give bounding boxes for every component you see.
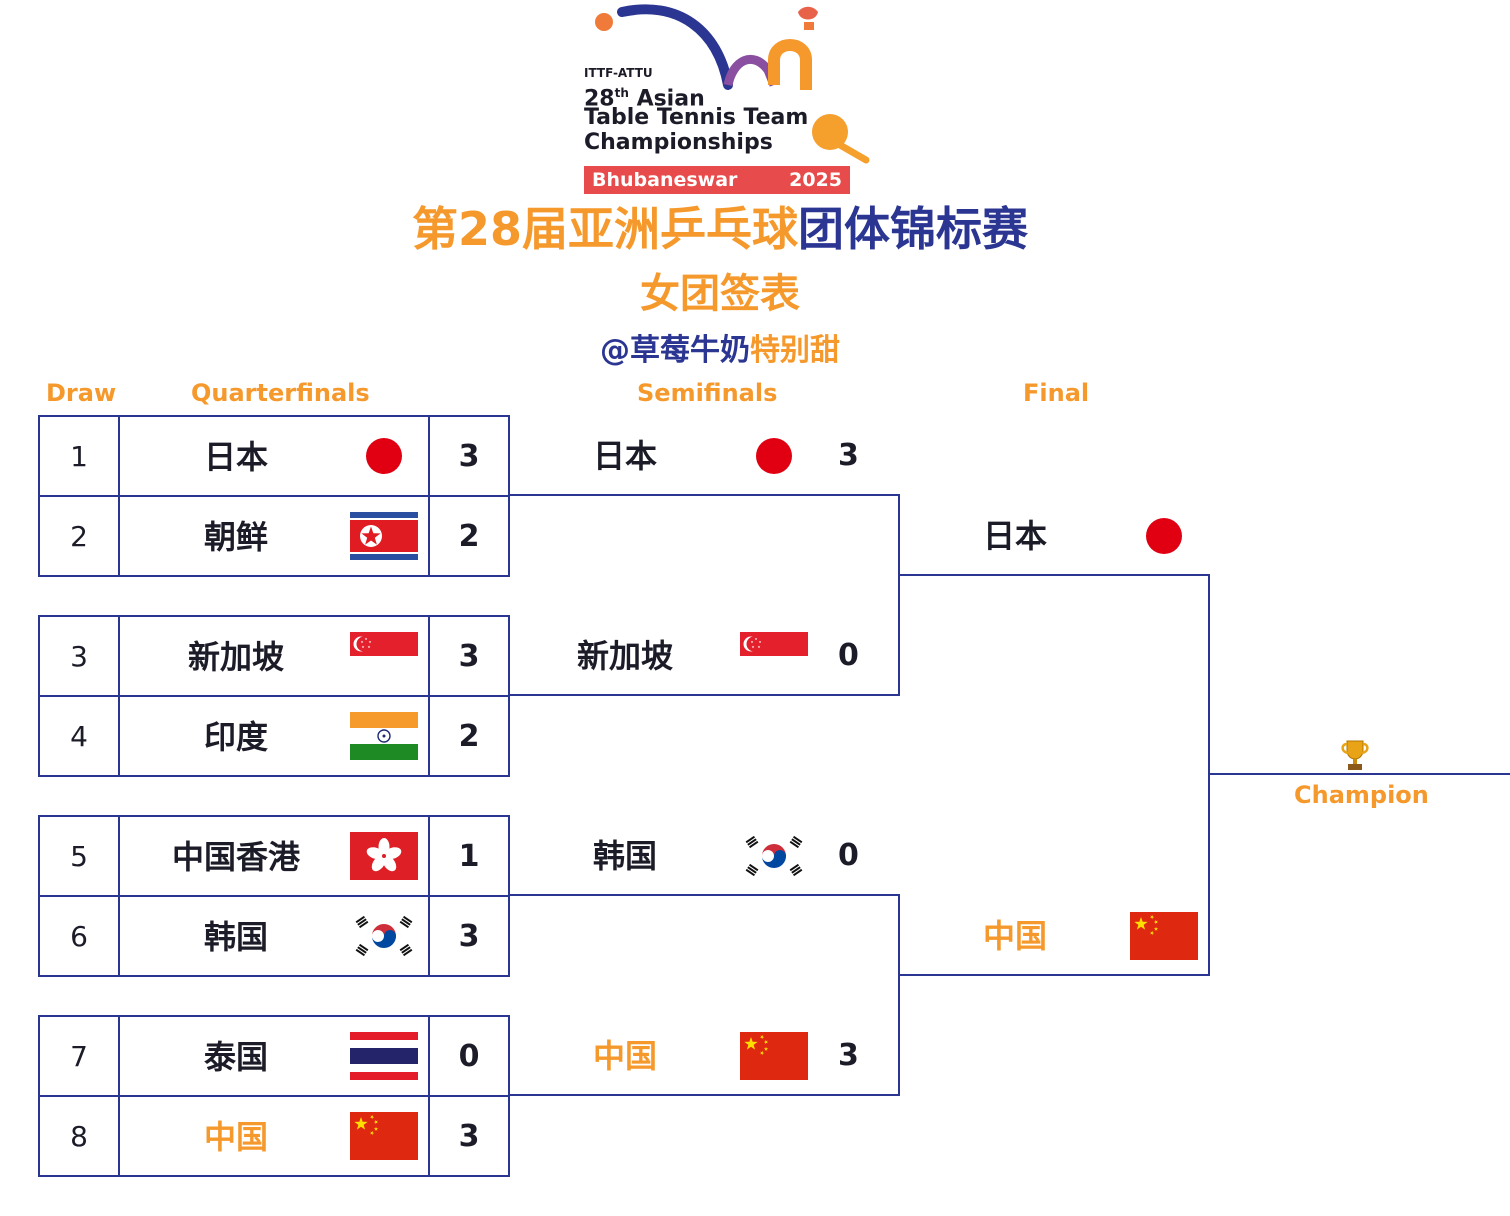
match-score: 3 [428,615,510,697]
draw-number: 6 [38,895,120,977]
thailand-flag-icon [350,1032,418,1080]
draw-number: 3 [38,615,120,697]
draw-number: 2 [38,495,120,577]
logo-year: 2025 [789,169,842,191]
japan-flag-icon [1130,512,1198,560]
china-flag-icon [350,1112,418,1160]
header-semifinals: Semifinals [637,379,778,407]
semifinal-team-name: 韩国 [592,837,657,875]
logo-edition: 28th Asian [584,86,705,112]
singapore-flag-icon [740,632,808,680]
team-cell: 日本 [118,415,430,497]
header-draw: Draw [46,379,117,407]
team-cell: 中国香港 [118,815,430,897]
india-flag-icon [350,712,418,760]
match-score: 2 [428,495,510,577]
bracket-line [1208,574,1210,976]
semifinal-team-name: 中国 [592,1037,657,1075]
north-korea-flag-icon [350,512,418,560]
bracket-line [509,694,900,696]
japan-flag-icon [350,432,418,480]
header-quarterfinals: Quarterfinals [191,379,370,407]
semifinal-score: 0 [838,638,859,673]
logo-line2: Table Tennis Team [584,105,809,130]
semifinal-team-name: 日本 [592,437,657,475]
team-cell: 印度 [118,695,430,777]
logo-line3: Championships [584,130,773,155]
draw-number: 7 [38,1015,120,1097]
championship-logo-art [595,4,870,164]
bracket-line [509,894,899,896]
semifinal-score: 3 [838,438,859,473]
south-korea-flag-icon [350,912,418,960]
match-score: 3 [428,1095,510,1177]
team-name: 中国 [203,1118,268,1156]
match-score: 3 [428,415,510,497]
team-name: 中国香港 [171,838,300,876]
team-name: 日本 [203,438,268,476]
draw-number: 8 [38,1095,120,1177]
south-korea-flag-icon [740,832,808,880]
logo-org: ITTF-ATTU [584,66,653,80]
team-cell: 朝鲜 [118,495,430,577]
draw-number: 5 [38,815,120,897]
team-name: 韩国 [203,918,268,956]
logo-city-bar: Bhubaneswar 2025 [584,166,850,194]
team-name: 新加坡 [187,638,284,676]
semifinal-score: 0 [838,838,859,873]
champion-line [1209,773,1510,775]
match-score: 3 [428,895,510,977]
bracket-line [509,494,899,496]
team-cell: 泰国 [118,1015,430,1097]
bracket-line [898,974,1210,976]
bracket-line [898,894,900,1096]
final-team-name: 中国 [982,917,1047,955]
bracket-line [898,574,1210,576]
china-flag-icon [1130,912,1198,960]
semifinal-team-name: 新加坡 [576,637,673,675]
team-cell: 韩国 [118,895,430,977]
page-title: 第28届亚洲乒乓球团体锦标赛 [411,202,1028,256]
match-score: 1 [428,815,510,897]
team-name: 泰国 [203,1038,268,1076]
champion-label: Champion [1294,781,1429,809]
final-team-name: 日本 [982,517,1047,555]
bracket-line [509,1094,900,1096]
japan-flag-icon [740,432,808,480]
china-flag-icon [740,1032,808,1080]
bracket-line [898,494,900,696]
singapore-flag-icon [350,632,418,680]
team-name: 印度 [203,718,268,756]
draw-number: 4 [38,695,120,777]
logo-city: Bhubaneswar [592,169,738,191]
hong-kong-flag-icon [350,832,418,880]
draw-number: 1 [38,415,120,497]
header-final: Final [1023,379,1090,407]
trophy-icon [1341,740,1369,770]
author-handle: @草莓牛奶特别甜 [600,333,840,368]
semifinal-score: 3 [838,1038,859,1073]
match-score: 0 [428,1015,510,1097]
team-cell: 新加坡 [118,615,430,697]
match-score: 2 [428,695,510,777]
team-name: 朝鲜 [203,518,268,556]
team-cell: 中国 [118,1095,430,1177]
page-subtitle: 女团签表 [640,271,800,317]
